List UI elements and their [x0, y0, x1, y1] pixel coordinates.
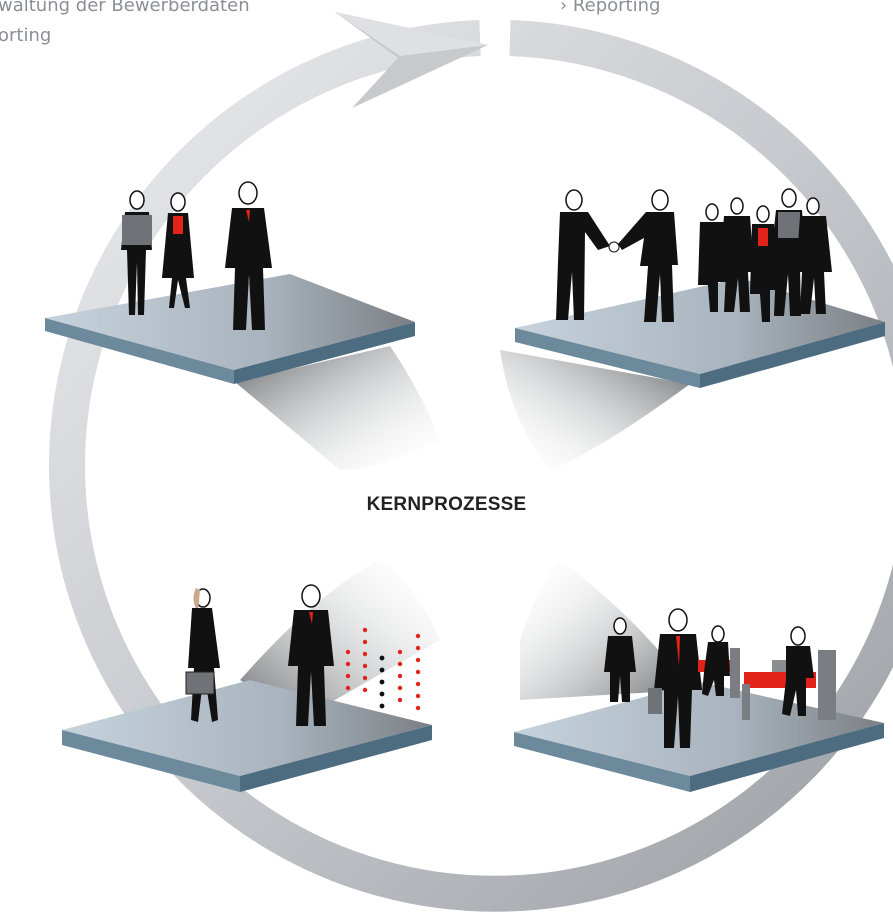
platform-top-left	[45, 274, 415, 384]
people-group-top-left	[121, 181, 272, 330]
people-group-top-right	[556, 188, 832, 322]
connector-cones	[235, 346, 690, 720]
top-left-text-line2: orting	[0, 25, 52, 46]
people-group-bottom-left	[185, 584, 334, 726]
top-right-text: › Reporting	[560, 0, 661, 16]
top-left-text-line1: waltung der Bewerberdaten	[0, 0, 250, 16]
platform-bottom-left	[62, 680, 432, 792]
people-group-bottom-right	[604, 608, 836, 748]
dot-pattern	[345, 627, 421, 711]
center-label: KERNPROZESSE	[366, 494, 527, 515]
cycle-arrow-ring	[49, 12, 893, 912]
